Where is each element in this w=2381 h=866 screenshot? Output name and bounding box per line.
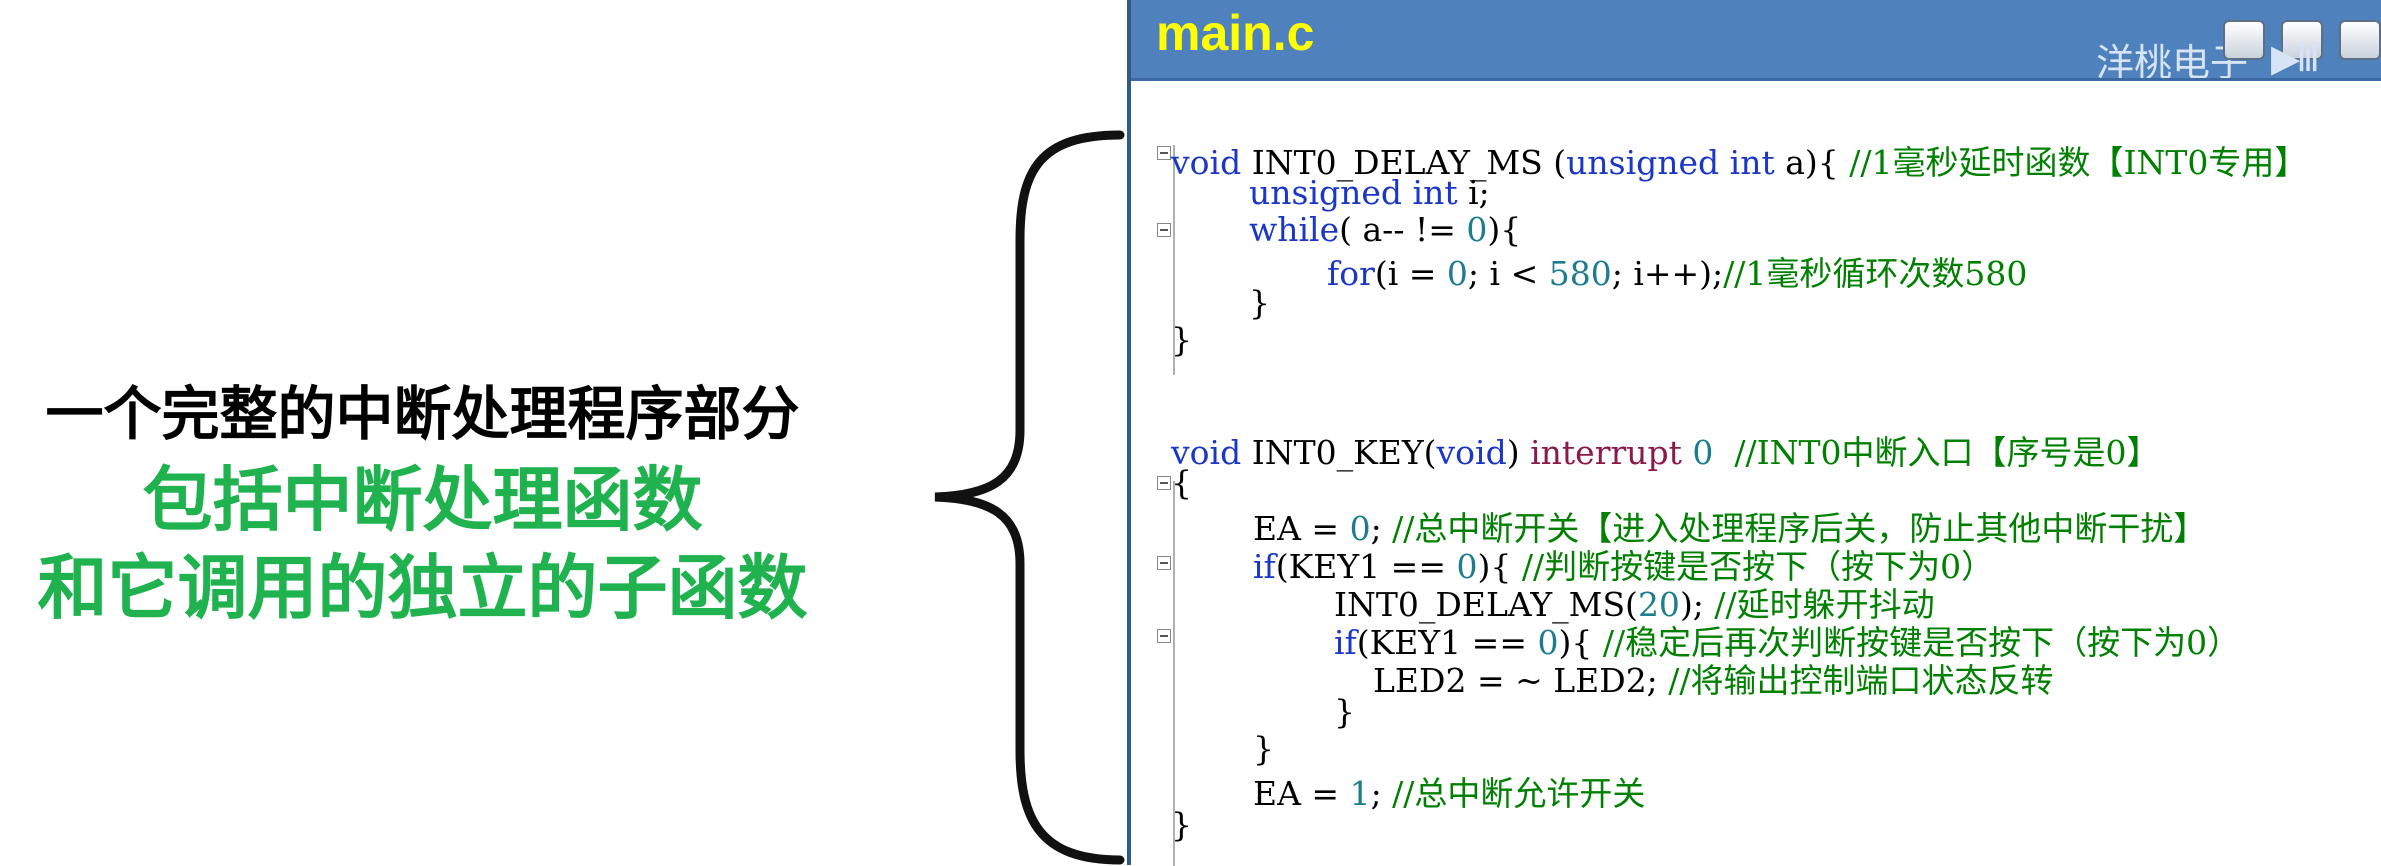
code-line-8: { [1171, 463, 1192, 502]
caption-line-2: 包括中断处理函数 [142, 459, 703, 541]
window-title: main.c [1156, 5, 1315, 61]
code-comment: //1毫秒循环次数580 [1723, 254, 2028, 293]
code-token: if [1334, 623, 1357, 662]
fold-toggle-icon[interactable] [1157, 476, 1171, 490]
code-line-11: INT0_DELAY_MS(20); //延时躲开抖动 [1334, 578, 1935, 626]
code-comment: //延时躲开抖动 [1714, 585, 1935, 624]
minimize-button[interactable] [2223, 20, 2265, 60]
code-number: 580 [1548, 254, 1612, 293]
code-token: EA = [1253, 509, 1350, 548]
code-editor[interactable]: void INT0_DELAY_MS (unsigned int a){ //1… [1131, 78, 2381, 866]
code-token: a){ [1774, 143, 1850, 182]
maximize-button[interactable] [2281, 20, 2323, 60]
code-token [1682, 433, 1693, 472]
code-token: LED2 = ~ LED2; [1373, 661, 1669, 700]
code-token: interrupt [1530, 433, 1682, 472]
code-number: 0 [1537, 623, 1559, 662]
code-token: ; i < [1467, 254, 1549, 293]
code-line-3: while( a-- != 0){ [1249, 210, 1521, 249]
code-comment: //总中断开关【进入处理程序后关，防止其他中断干扰】 [1392, 509, 2207, 548]
fold-toggle-icon[interactable] [1157, 146, 1171, 160]
code-comment: //1毫秒延时函数【INT0专用】 [1849, 143, 2308, 182]
code-token: unsigned int [1249, 173, 1458, 212]
code-line-7: void INT0_KEY(void) interrupt 0 //INT0中断… [1171, 426, 2160, 474]
code-token [1713, 433, 1734, 472]
fold-guide-line [1173, 481, 1175, 866]
code-line-5: } [1249, 283, 1270, 322]
watermark-text: 洋桃电子 [2096, 41, 2249, 85]
code-number: 0 [1692, 433, 1714, 472]
code-comment: //判断按键是否按下（按下为0） [1521, 547, 1995, 586]
code-token: void [1171, 143, 1242, 182]
code-number: 0 [1349, 509, 1371, 548]
code-token: ); [1679, 585, 1715, 624]
code-token: ) [1506, 433, 1531, 472]
caption-block: 一个完整的中断处理程序部分 包括中断处理函数 和它调用的独立的子函数 [0, 372, 845, 632]
code-token: ; [1370, 509, 1393, 548]
code-token: ; i++); [1611, 254, 1724, 293]
caption-line-3: 和它调用的独立的子函数 [37, 547, 808, 629]
code-number: 0 [1446, 254, 1468, 293]
code-line-10: if(KEY1 == 0){ //判断按键是否按下（按下为0） [1253, 540, 1994, 588]
bilibili-icon: ▶lıl [2271, 36, 2320, 80]
code-comment: //INT0中断入口【序号是0】 [1734, 433, 2160, 472]
code-token: EA = [1253, 774, 1350, 813]
code-token: (KEY1 == [1275, 547, 1457, 586]
code-token: while [1249, 210, 1340, 249]
code-token: unsigned int [1566, 143, 1775, 182]
code-number: 0 [1466, 210, 1488, 249]
code-line-14: } [1334, 692, 1355, 731]
code-token: void [1436, 433, 1507, 472]
code-line-1: void INT0_DELAY_MS (unsigned int a){ //1… [1171, 136, 2307, 184]
code-token: INT0_DELAY_MS( [1334, 585, 1638, 624]
code-number: 1 [1349, 774, 1371, 813]
fold-toggle-icon[interactable] [1157, 556, 1171, 570]
code-token: (KEY1 == [1356, 623, 1538, 662]
fold-toggle-icon[interactable] [1157, 223, 1171, 237]
code-number: 20 [1637, 585, 1680, 624]
fold-guide-line [1173, 145, 1175, 375]
code-line-15: } [1253, 729, 1274, 768]
code-number: 0 [1456, 547, 1478, 586]
code-line-9: EA = 0; //总中断开关【进入处理程序后关，防止其他中断干扰】 [1253, 502, 2206, 550]
fold-toggle-icon[interactable] [1157, 629, 1171, 643]
curly-brace [934, 130, 1125, 865]
code-token: INT0_DELAY_MS ( [1241, 143, 1567, 182]
code-token: ; [1370, 774, 1393, 813]
code-token: ){ [1558, 623, 1603, 662]
code-line-13: LED2 = ~ LED2; //将输出控制端口状态反转 [1373, 654, 2054, 702]
code-token: INT0_KEY( [1241, 433, 1437, 472]
code-token: i; [1457, 173, 1490, 212]
code-comment: //总中断允许开关 [1392, 774, 1646, 813]
code-line-6: } [1171, 320, 1192, 359]
code-line-17: } [1171, 805, 1192, 844]
caption-line-1: 一个完整的中断处理程序部分 [45, 380, 800, 448]
code-comment: //稳定后再次判断按键是否按下（按下为0） [1602, 623, 2241, 662]
code-token: ){ [1477, 547, 1522, 586]
code-token: ( a-- != [1339, 210, 1467, 249]
editor-window: main.c 洋桃电子 ▶lıl void INT0_DELAY_MS (uns… [1127, 0, 2381, 866]
code-line-4: for(i = 0; i < 580; i++);//1毫秒循环次数580 [1327, 247, 2027, 295]
code-token: for [1327, 254, 1375, 293]
code-token: ){ [1487, 210, 1522, 249]
code-line-2: unsigned int i; [1249, 173, 1490, 212]
code-token: (i = [1374, 254, 1447, 293]
code-line-12: if(KEY1 == 0){ //稳定后再次判断按键是否按下（按下为0） [1334, 616, 2240, 664]
code-line-16: EA = 1; //总中断允许开关 [1253, 767, 1645, 815]
close-button[interactable] [2339, 20, 2381, 60]
code-token: void [1171, 433, 1242, 472]
code-token: if [1253, 547, 1276, 586]
code-comment: //将输出控制端口状态反转 [1668, 661, 2054, 700]
